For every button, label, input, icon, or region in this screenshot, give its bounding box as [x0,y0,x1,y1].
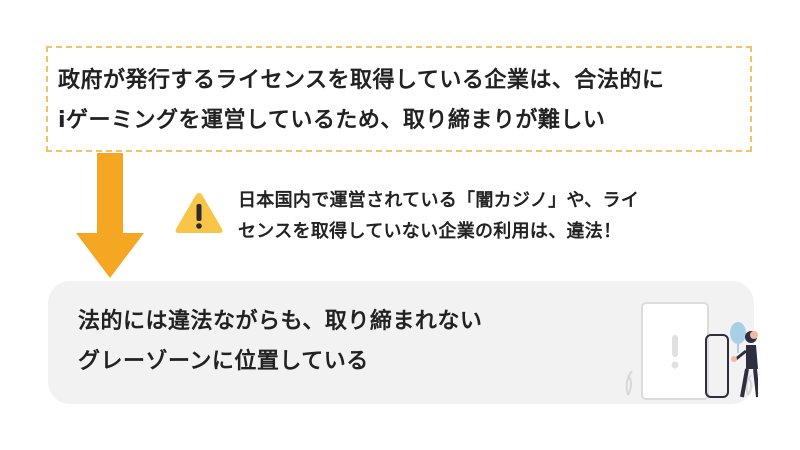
conclusion-line-1: 法的には違法ながらも、取り締まれない [78,309,483,334]
top-statement-line-2: iゲーミングを運営しているため、取り締まりが難しい [58,108,606,133]
warning-text-line-2: センスを取得していない企業の利用は、違法！ [238,221,622,242]
warning-text-line-1: 日本国内で運営されている「闇カジノ」や、ライ [238,190,640,211]
top-statement-line-1: 政府が発行するライセンスを取得している企業は、合法的に [58,68,665,93]
conclusion-box: 法的には違法ながらも、取り締まれない グレーゾーンに位置している [48,281,758,404]
person-with-phone-illustration [625,302,758,400]
conclusion-line-2: グレーゾーンに位置している [78,349,369,374]
down-arrow-icon [76,153,144,278]
warning-icon [175,193,223,233]
top-statement-box: 政府が発行するライセンスを取得している企業は、合法的に iゲーミングを運営してい… [46,46,752,152]
